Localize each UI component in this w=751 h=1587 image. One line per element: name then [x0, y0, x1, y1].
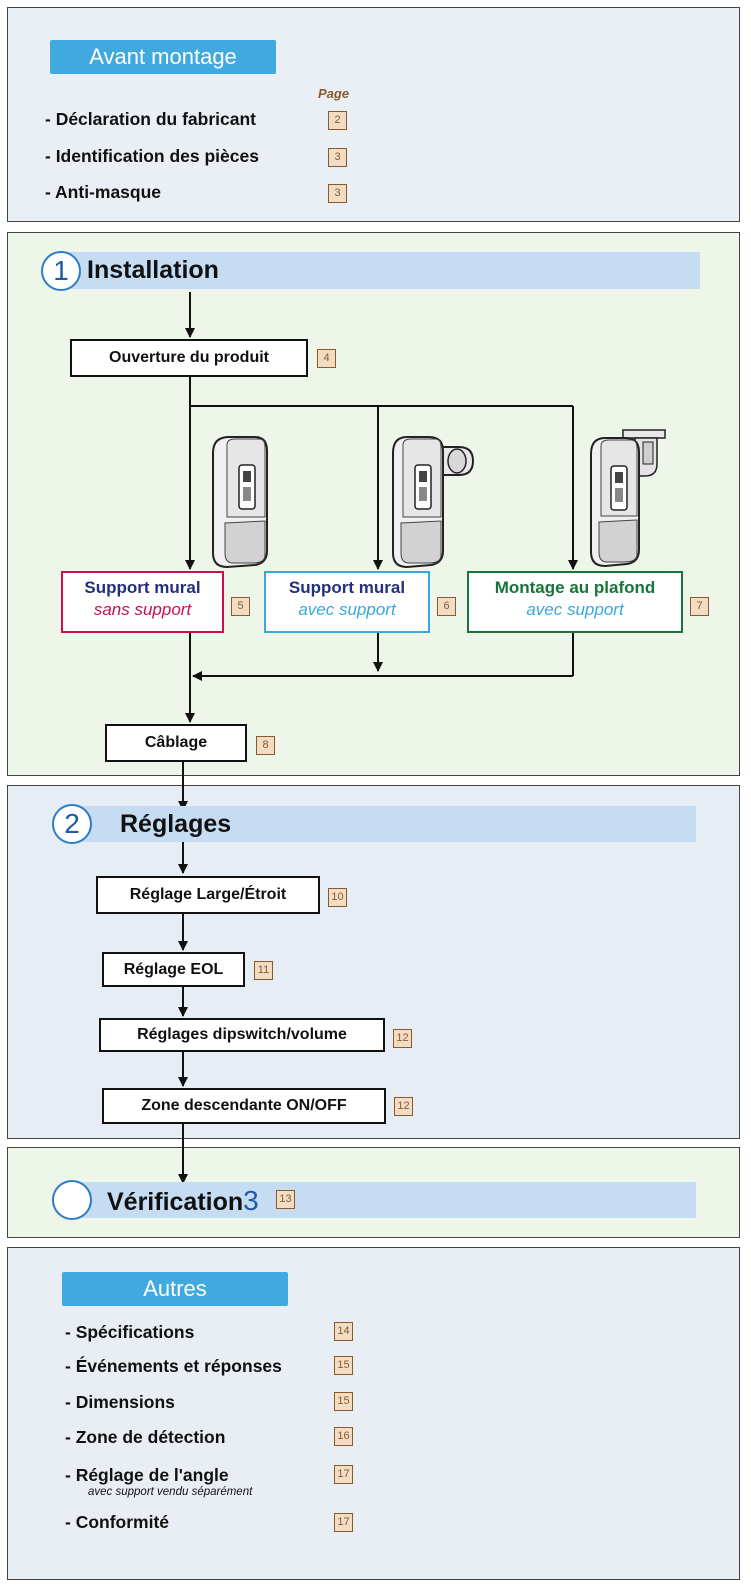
- page-badge[interactable]: 10: [328, 888, 347, 907]
- detector-bracket-icon: [392, 436, 475, 569]
- ouverture-box[interactable]: Ouverture du produit: [70, 339, 308, 377]
- page-badge[interactable]: 2: [328, 111, 347, 130]
- list-item: - Zone de détection: [65, 1427, 226, 1447]
- autres-title: Autres: [62, 1272, 288, 1306]
- option-support-mural-sans[interactable]: Support mural sans support: [61, 571, 224, 633]
- page-badge[interactable]: 12: [394, 1097, 413, 1116]
- option-montage-plafond[interactable]: Montage au plafond avec support: [467, 571, 683, 633]
- page-badge[interactable]: 8: [256, 736, 275, 755]
- list-item: - Événements et réponses: [65, 1356, 282, 1376]
- page-badge[interactable]: 11: [254, 961, 273, 980]
- list-item: - Spécifications: [65, 1322, 195, 1342]
- option-title: Support mural: [288, 578, 406, 597]
- list-item: - Réglage de l'angle: [65, 1465, 229, 1485]
- detector-wall-icon: [212, 436, 268, 569]
- page-badge[interactable]: 17: [334, 1513, 353, 1532]
- page-badge[interactable]: 3: [328, 148, 347, 167]
- page-badge[interactable]: 6: [437, 597, 456, 616]
- installation-header-band: [58, 252, 700, 289]
- option-subtitle: avec support: [526, 600, 624, 619]
- page-badge[interactable]: 12: [393, 1029, 412, 1048]
- option-subtitle: sans support: [93, 600, 192, 619]
- step-number-circle: 2: [52, 804, 92, 844]
- list-item: - Dimensions: [65, 1392, 175, 1412]
- page-badge[interactable]: 16: [334, 1427, 353, 1446]
- list-item: - Conformité: [65, 1512, 170, 1532]
- option-title: Montage au plafond: [494, 578, 656, 597]
- page-badge[interactable]: 4: [317, 349, 336, 368]
- step-number-circle: [52, 1180, 92, 1220]
- page-badge[interactable]: 14: [334, 1322, 353, 1341]
- option-subtitle: avec support: [298, 600, 396, 619]
- list-item: - Anti-masque: [45, 182, 162, 202]
- list-item: - Déclaration du fabricant: [45, 109, 257, 129]
- option-support-mural-avec[interactable]: Support mural avec support: [264, 571, 430, 633]
- option-title: Support mural: [84, 578, 201, 597]
- page-column-header: Page: [318, 86, 350, 101]
- page-badge[interactable]: 17: [334, 1465, 353, 1484]
- reglages-title: Réglages: [120, 810, 232, 838]
- verification-title: Vérification3: [107, 1185, 259, 1216]
- list-item: - Identification des pièces: [45, 146, 259, 166]
- page-badge[interactable]: 3: [328, 184, 347, 203]
- step-number-circle: 1: [41, 251, 81, 291]
- page-badge[interactable]: 7: [690, 597, 709, 616]
- page-badge[interactable]: 15: [334, 1356, 353, 1375]
- avant-montage-title: Avant montage: [50, 40, 276, 74]
- reglages-header-band: [78, 806, 696, 842]
- verification-number: 3: [243, 1185, 259, 1216]
- page-badge[interactable]: 15: [334, 1392, 353, 1411]
- list-item-note: avec support vendu séparément: [88, 1486, 253, 1498]
- page-badge[interactable]: 5: [231, 597, 250, 616]
- zone-descendante-box[interactable]: Zone descendante ON/OFF: [102, 1088, 386, 1124]
- page-badge[interactable]: 13: [276, 1190, 295, 1209]
- verification-header-band: [76, 1182, 696, 1218]
- reglage-eol-box[interactable]: Réglage EOL: [102, 952, 245, 987]
- reglages-dipswitch-box[interactable]: Réglages dipswitch/volume: [99, 1018, 385, 1052]
- installation-title: Installation: [87, 256, 219, 284]
- detector-ceiling-icon: [590, 429, 666, 568]
- cablage-box[interactable]: Câblage: [105, 724, 247, 762]
- reglage-large-etroit-box[interactable]: Réglage Large/Étroit: [96, 876, 320, 914]
